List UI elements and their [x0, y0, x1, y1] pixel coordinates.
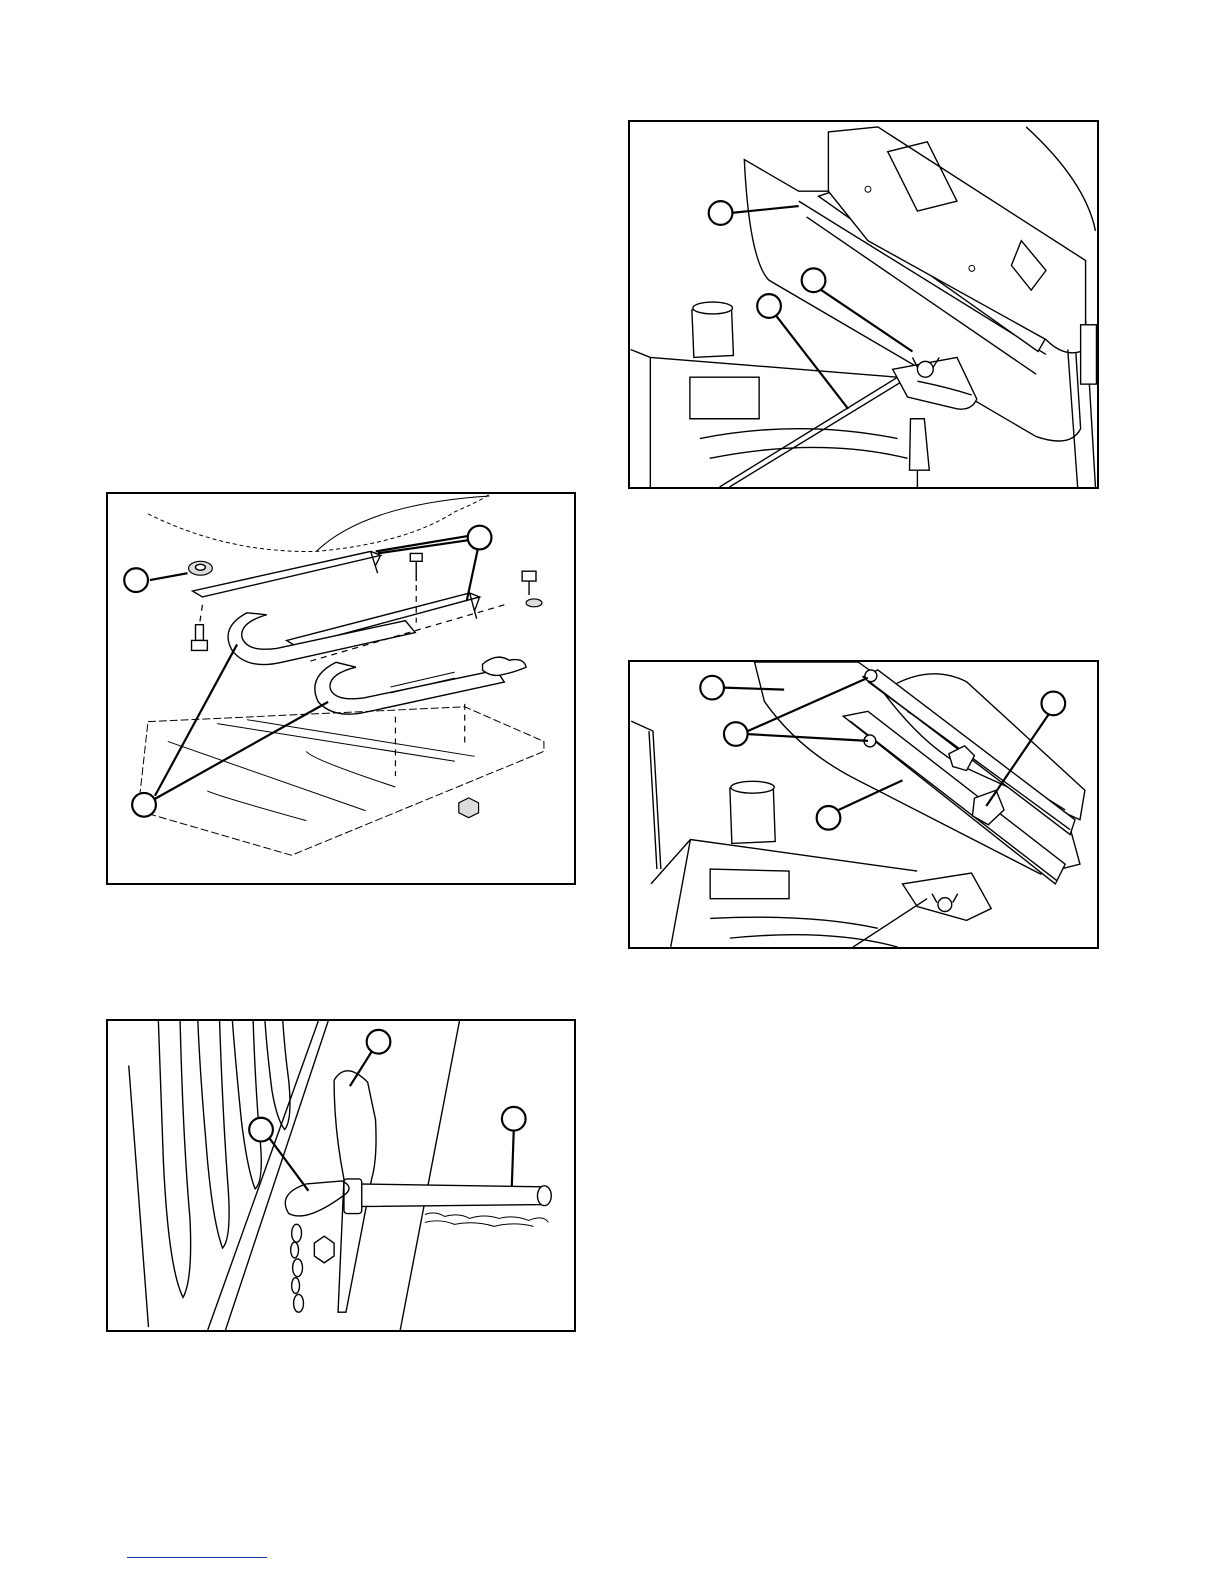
figure-hitch-pin-detail: [106, 1019, 576, 1332]
callout-13: [1042, 692, 1066, 716]
callout-11: [724, 722, 748, 746]
hitch-pin-illustration: [108, 1021, 574, 1330]
callout-12: [817, 806, 841, 830]
figure-seat-bracket-adjust: [628, 660, 1099, 949]
callout-7: [709, 201, 733, 225]
callout-5: [249, 1118, 273, 1142]
callout-10: [700, 676, 724, 700]
figure-seat-rails-exploded: [106, 492, 576, 885]
footer-rule: [127, 1557, 267, 1558]
callout-8: [802, 268, 826, 292]
callout-9: [757, 294, 781, 318]
callout-2: [468, 526, 492, 550]
callout-4: [367, 1030, 391, 1054]
seat-pan-illustration: [630, 122, 1097, 487]
callout-6: [502, 1107, 526, 1131]
callout-3: [132, 793, 156, 817]
callout-1: [124, 568, 148, 592]
seat-bracket-illustration: [630, 662, 1097, 947]
figure-seat-pan-tilted: [628, 120, 1099, 489]
seat-rails-illustration: [108, 494, 574, 883]
